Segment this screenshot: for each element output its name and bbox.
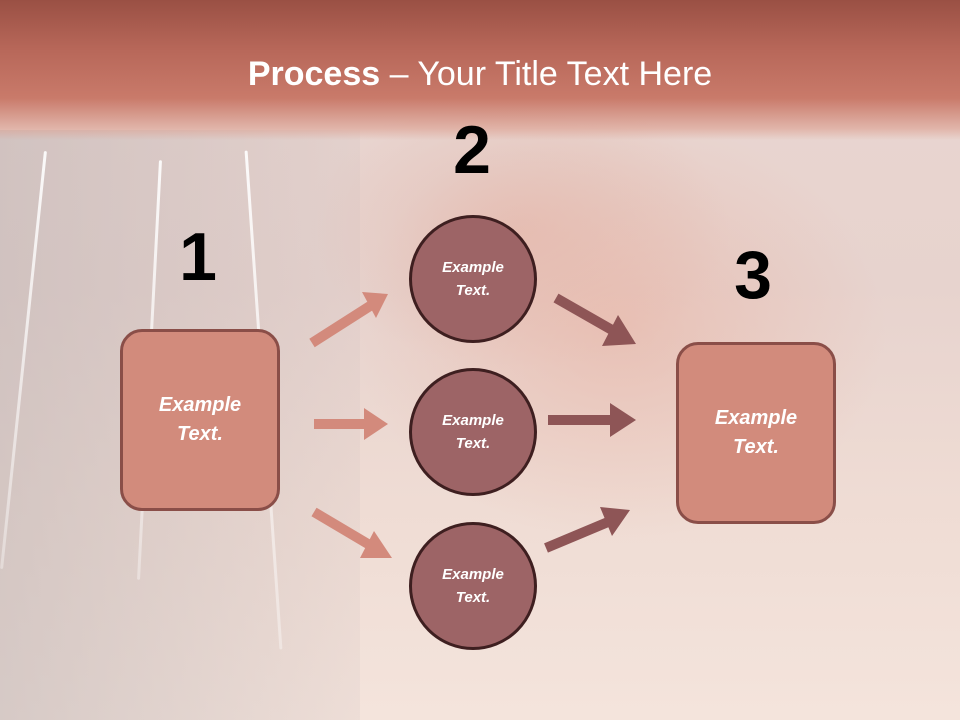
circle-top: Example Text.	[409, 215, 537, 343]
arrow-circle-top-to-box3	[553, 293, 636, 346]
slide-title: Process – Your Title Text Here	[0, 52, 960, 96]
step-box-3-label: Example Text.	[714, 407, 798, 458]
circle-middle-label: Example Text.	[442, 412, 504, 452]
arrow-circle-bottom-to-box3	[544, 507, 630, 553]
step-box-1: Example Text.	[120, 329, 280, 511]
arrow-box1-to-circle-bottom	[311, 507, 392, 558]
title-rest: – Your Title Text Here	[380, 55, 713, 93]
step-number-2: 2	[453, 112, 491, 188]
step-box-1-label: Example Text.	[158, 394, 242, 445]
arrow-box1-to-circle-middle	[314, 408, 388, 440]
circle-middle: Example Text.	[409, 368, 537, 496]
title-band	[0, 0, 960, 140]
title-bold: Process	[247, 55, 381, 93]
arrow-box1-to-circle-top	[309, 292, 388, 348]
circle-bottom-label: Example Text.	[442, 566, 504, 606]
arrow-circle-middle-to-box3	[548, 403, 636, 437]
step-number-1: 1	[179, 219, 217, 295]
circle-top-label: Example Text.	[442, 259, 504, 299]
step-box-3: Example Text.	[676, 342, 836, 524]
circle-bottom: Example Text.	[409, 522, 537, 650]
step-number-3: 3	[734, 237, 772, 313]
